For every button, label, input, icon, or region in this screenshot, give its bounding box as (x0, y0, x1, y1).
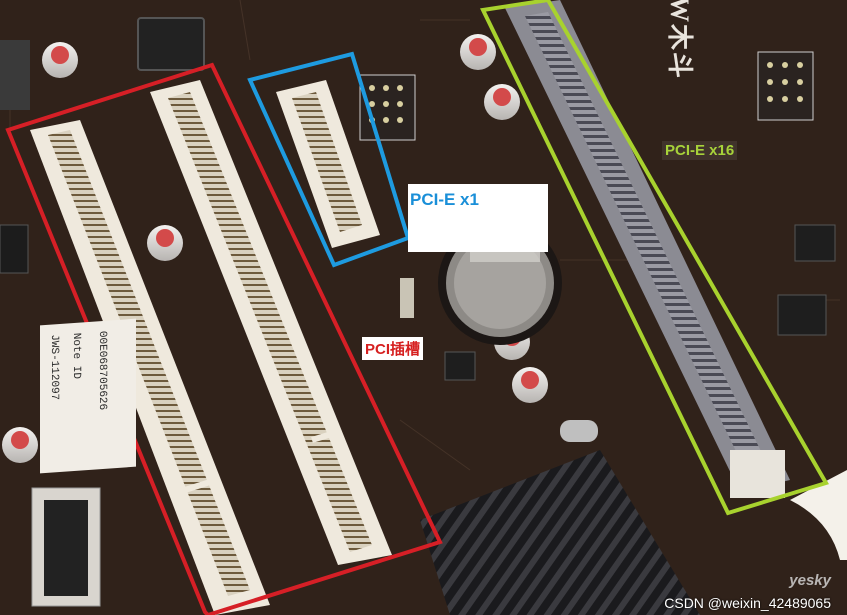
pin-header-top (359, 74, 416, 141)
brand-silkscreen: W木斗 (665, 0, 694, 81)
pcie-x16-label: PCI-E x16 (662, 141, 738, 160)
capacitor (42, 42, 78, 78)
crystal (560, 420, 598, 442)
capacitor (147, 225, 183, 261)
pin-header-bottom-left (31, 487, 101, 607)
pcie-x16-slot (505, 0, 790, 498)
cmos-battery (438, 221, 562, 345)
pci-highlight-box (5, 62, 443, 615)
pcie-x1-label: PCI-E x1 (408, 184, 548, 252)
left-chip (0, 224, 29, 274)
chip (777, 294, 827, 336)
pin-header-right (757, 51, 814, 121)
capacitor (512, 367, 548, 403)
chip (444, 351, 476, 381)
capacitor (2, 427, 38, 463)
yesky-watermark: yesky (789, 572, 831, 589)
heatsink (420, 450, 700, 615)
capacitor (484, 84, 520, 120)
slot-latch (790, 470, 847, 560)
sticker-serial: JWS-112097 (48, 333, 60, 401)
chip (794, 224, 836, 262)
pci-slot-2 (150, 80, 392, 565)
pcie-x16-highlight-box (480, 0, 829, 516)
pci-slot-label: PCI插槽 (362, 337, 424, 360)
capacitor (460, 34, 496, 70)
sticker-code: 00E068705626 (96, 330, 108, 411)
jumper-header (400, 278, 414, 318)
csdn-credit: CSDN @weixin_42489065 (664, 595, 831, 611)
sticker-note: Note ID (70, 332, 82, 380)
serial-sticker: JWS-112097 Note ID 00E068705626 (40, 318, 136, 474)
left-connector (0, 40, 30, 110)
pci-slot-1 (30, 120, 270, 615)
audio-chip (137, 17, 205, 71)
pcie-x1-slot (276, 80, 380, 248)
